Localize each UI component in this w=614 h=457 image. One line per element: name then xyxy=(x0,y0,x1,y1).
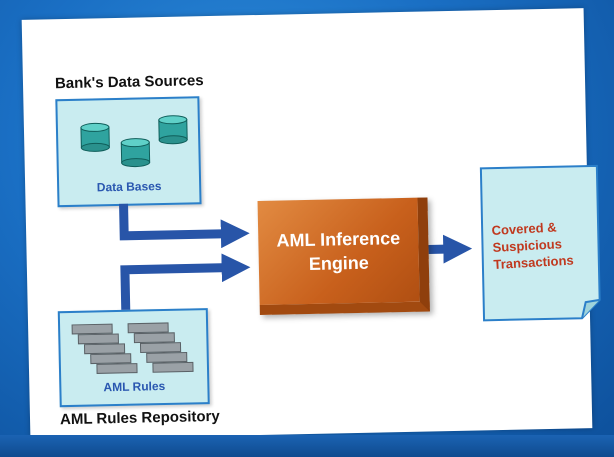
database-cylinder-icon xyxy=(158,115,188,145)
diagram-slide: Bank's Data Sources Data Bases xyxy=(21,8,601,440)
engine-label-line1: AML Inference xyxy=(276,228,401,251)
rules-arrow xyxy=(120,253,251,310)
database-cylinder-icon xyxy=(80,122,110,152)
output-arrow xyxy=(428,234,473,264)
rules-repository-panel: AML Rules xyxy=(57,308,210,408)
database-cylinder-icon xyxy=(120,138,151,168)
flow-arrows xyxy=(119,203,473,310)
document-icon xyxy=(479,164,601,322)
data-sources-panel: Data Bases xyxy=(55,96,202,208)
output-label: Covered & Suspicious Transactions xyxy=(491,216,604,273)
engine-label-line2: Engine xyxy=(308,252,370,274)
rule-stack-icon xyxy=(71,322,194,374)
bottom-band xyxy=(0,435,614,457)
aml-inference-engine: AML Inference Engine xyxy=(257,197,430,316)
data-sources-arrow xyxy=(119,203,250,249)
